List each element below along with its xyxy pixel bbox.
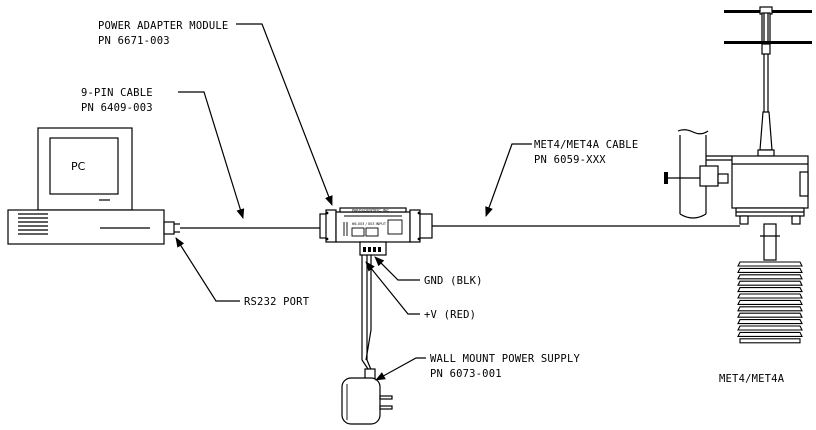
power-adapter-pn: PN 6671-003 bbox=[98, 35, 170, 47]
pc-computer: PC bbox=[7, 127, 180, 245]
shield-louvre bbox=[737, 331, 803, 337]
met4-sensor bbox=[664, 6, 812, 344]
leader-gnd bbox=[374, 256, 420, 281]
wall-supply-pn: PN 6073-001 bbox=[430, 368, 502, 380]
pc-serial-plug bbox=[163, 221, 175, 235]
met4-mast bbox=[757, 54, 775, 157]
wall-supply-title: WALL MOUNT POWER SUPPLY bbox=[430, 353, 580, 365]
shield-louvre bbox=[737, 312, 803, 318]
leader-power-adapter bbox=[236, 23, 333, 206]
vplus-label: +V (RED) bbox=[424, 309, 476, 321]
power-adapter-title: POWER ADAPTER MODULE bbox=[98, 20, 228, 32]
shield-louvre bbox=[737, 280, 803, 286]
shield-louvre bbox=[737, 319, 803, 325]
pc-label: PC bbox=[71, 160, 86, 173]
rs232-port-label: RS232 PORT bbox=[244, 296, 310, 308]
leader-wall-supply bbox=[375, 357, 426, 381]
pc-base-unit bbox=[7, 209, 165, 245]
shield-louvre bbox=[737, 325, 803, 331]
met4-electronics-box bbox=[731, 155, 809, 225]
nine-pin-cable-title: 9-PIN CABLE bbox=[81, 87, 153, 99]
shield-louvre bbox=[737, 293, 803, 299]
wall-mount-power-supply bbox=[341, 368, 393, 425]
leader-vplus bbox=[365, 261, 420, 315]
shield-louvre bbox=[737, 261, 803, 267]
module-maker-marking: PAROSCIENTIFIC, INC bbox=[352, 209, 390, 213]
power-adapter-module: PAROSCIENTIFIC, INC 66-003 / 003 INPUT bbox=[319, 207, 433, 256]
shield-louvre bbox=[737, 267, 803, 273]
shield-louvre bbox=[737, 287, 803, 293]
met-cable-title: MET4/MET4A CABLE bbox=[534, 139, 638, 151]
shield-louvre bbox=[737, 299, 803, 305]
met4-top-assembly bbox=[724, 6, 812, 55]
leader-lines bbox=[175, 23, 532, 381]
shield-louvre bbox=[737, 306, 803, 312]
met4-label: MET4/MET4A bbox=[719, 373, 785, 385]
pc-monitor bbox=[37, 127, 133, 211]
radiation-shield bbox=[737, 261, 803, 344]
shield-base bbox=[739, 338, 801, 344]
leader-rs232-port bbox=[175, 237, 240, 302]
module-model-marking: 66-003 / 003 INPUT bbox=[352, 222, 387, 226]
power-supply-wires bbox=[361, 255, 373, 373]
nine-pin-cable-pn: PN 6409-003 bbox=[81, 102, 153, 114]
leader-met-cable bbox=[485, 143, 532, 217]
shield-louvre bbox=[737, 274, 803, 280]
callout-labels: POWER ADAPTER MODULE PN 6671-003 9-PIN C… bbox=[81, 20, 785, 385]
met-cable-pn: PN 6059-XXX bbox=[534, 154, 606, 166]
gnd-label: GND (BLK) bbox=[424, 275, 483, 287]
leader-nine-pin-cable bbox=[178, 91, 245, 219]
mounting-pole bbox=[664, 129, 732, 219]
